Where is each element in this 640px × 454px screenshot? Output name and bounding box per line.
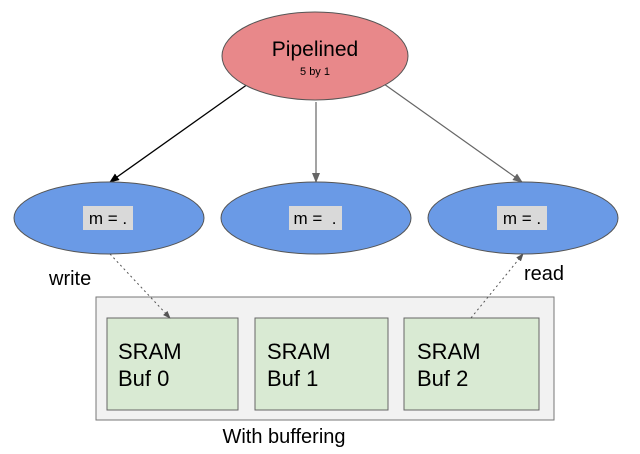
node-0-label: m = . — [89, 209, 127, 228]
root-title: Pipelined — [272, 38, 358, 61]
arrow-root-to-node-0 — [109, 83, 249, 183]
buffer-0-line2: Buf 0 — [118, 366, 169, 391]
sram-buffer-0: SRAM Buf 0 — [106, 317, 239, 411]
buffer-0-line1: SRAM — [118, 339, 182, 364]
root-subtitle: 5 by 1 — [300, 66, 330, 78]
sram-buffer-1: SRAM Buf 1 — [254, 317, 389, 411]
buffer-2-line2: Buf 2 — [417, 366, 468, 391]
container-caption: With buffering — [222, 426, 345, 448]
node-2-label: m = . — [503, 209, 541, 228]
buffer-1-line1: SRAM — [267, 339, 331, 364]
read-label: read — [524, 263, 564, 285]
node-2: m = . — [427, 181, 619, 255]
arrow-root-to-node-2 — [383, 83, 523, 183]
root-node: Pipelined 5 by 1 — [221, 11, 409, 101]
node-1-label: m = . — [294, 209, 337, 228]
buffer-2-line1: SRAM — [417, 339, 481, 364]
node-0: m = . — [13, 181, 205, 255]
read-dotted-arrow — [470, 253, 524, 319]
sram-buffer-2: SRAM Buf 2 — [403, 317, 540, 411]
node-1: m = . — [220, 181, 412, 255]
buffer-1-line2: Buf 1 — [267, 366, 318, 391]
write-label: write — [48, 268, 91, 290]
